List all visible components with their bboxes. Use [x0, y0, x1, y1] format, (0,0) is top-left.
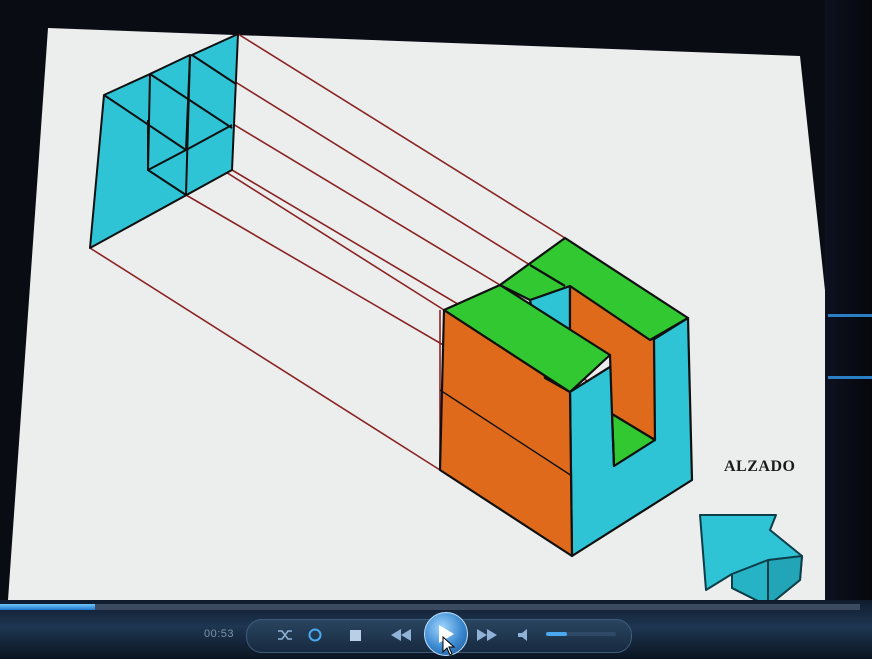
seek-bar[interactable] — [0, 604, 860, 610]
volume-icon[interactable] — [514, 624, 534, 646]
volume-slider[interactable] — [546, 632, 616, 636]
seek-bar-progress — [0, 604, 95, 610]
repeat-icon[interactable] — [306, 626, 324, 644]
mouse-cursor-icon — [442, 636, 456, 656]
bezel-glow — [828, 376, 872, 379]
profile-view — [89, 33, 239, 249]
next-icon[interactable] — [472, 624, 502, 646]
previous-icon[interactable] — [386, 624, 416, 646]
stop-icon[interactable] — [346, 626, 364, 644]
view-direction-arrow-icon — [699, 514, 803, 607]
bezel-glow — [828, 314, 872, 317]
alzado-label: ALZADO — [724, 458, 796, 475]
volume-slider-fill — [546, 632, 567, 636]
monitor-bezel — [825, 0, 872, 659]
shuffle-icon[interactable] — [276, 626, 294, 644]
play-button[interactable] — [424, 612, 468, 656]
elapsed-time: 00:53 — [204, 628, 235, 640]
isometric-piece — [438, 236, 694, 558]
